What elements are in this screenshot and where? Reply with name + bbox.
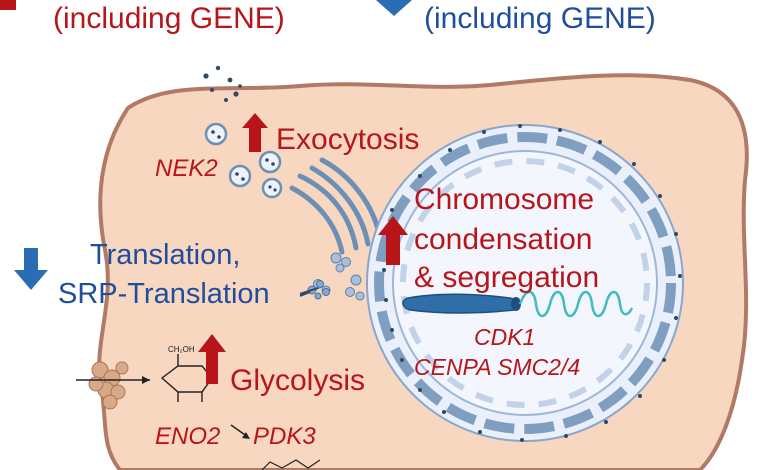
red-up-arrow-icon bbox=[0, 0, 16, 10]
cenpa-smc-gene-label: CENPA SMC2/4 bbox=[414, 354, 581, 380]
header-left-line: (including GENE) bbox=[53, 2, 285, 35]
pyruvate-structure-icon bbox=[261, 459, 321, 470]
cdk1-gene-label: CDK1 bbox=[474, 324, 536, 350]
exocytosis-label: Exocytosis bbox=[276, 123, 420, 156]
chromosome-label-line2: condensation bbox=[414, 223, 593, 256]
translation-label-line1: Translation, bbox=[90, 239, 241, 271]
svg-text:CH₂OH: CH₂OH bbox=[168, 345, 195, 354]
red-up-arrow-icon bbox=[198, 334, 226, 384]
nuclear-envelope bbox=[374, 132, 676, 434]
red-up-arrow-icon bbox=[378, 216, 408, 265]
vesicles-icon bbox=[204, 122, 283, 199]
ribosomes-icon bbox=[382, 124, 682, 442]
chromosome-label-line3: & segregation bbox=[414, 261, 600, 294]
secreted-particles-icon bbox=[203, 65, 242, 102]
header-right-line: (including GENE) bbox=[424, 2, 656, 35]
blue-down-arrow-icon bbox=[376, 0, 412, 16]
red-up-arrow-icon bbox=[242, 113, 268, 152]
translation-label-line2: SRP-Translation bbox=[58, 278, 270, 310]
dna-coil-icon bbox=[518, 290, 634, 318]
chromosome-icon bbox=[402, 293, 521, 314]
eno2-gene-label: ENO2 bbox=[155, 423, 221, 450]
blue-down-arrow-icon bbox=[14, 248, 48, 290]
glycolysis-label: Glycolysis bbox=[230, 364, 366, 397]
chromosome-label-line1: Chromosome bbox=[414, 183, 595, 216]
ribosome-cluster-icon bbox=[307, 280, 330, 300]
nek2-gene-label: NEK2 bbox=[155, 155, 218, 182]
pdk3-gene-label: PDK3 bbox=[253, 423, 316, 450]
